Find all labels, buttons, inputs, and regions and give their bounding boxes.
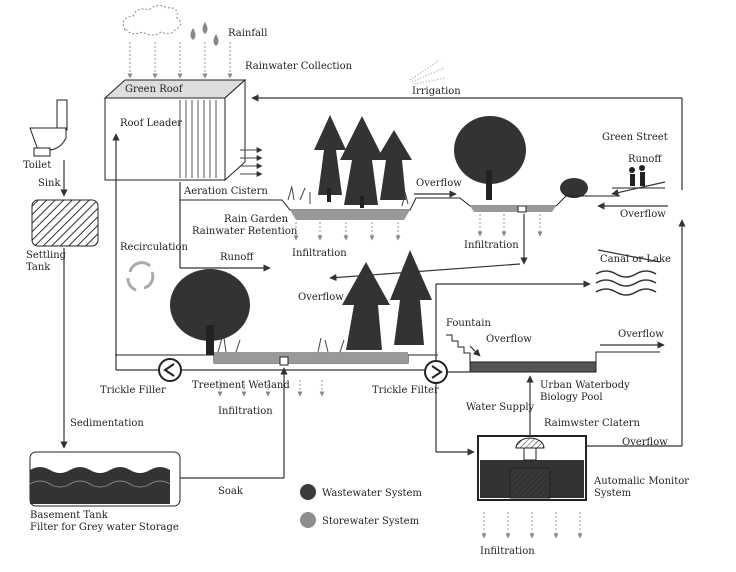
green-roof-building — [103, 78, 247, 182]
wetland-basin — [115, 352, 438, 366]
label-basement-tank-2: Filter for Grey water Storage — [30, 522, 179, 533]
label-overflow-cistern: Overflow — [622, 437, 668, 448]
label-infiltration-garden: Infiltration — [292, 248, 347, 259]
basement-tank — [29, 451, 181, 507]
trickle-filler-pump-icon — [158, 358, 182, 382]
label-runoff-street: Runoff — [628, 154, 662, 165]
green-street-basin — [459, 195, 620, 213]
label-trickle-filler: Trickle Filler — [100, 385, 166, 396]
raindrop-icon — [190, 22, 219, 46]
label-roof-leader: Roof Leader — [120, 118, 183, 129]
urban-waterbody-pool — [469, 351, 660, 373]
label-sedimentation: Sedimentation — [70, 418, 144, 429]
green-street-tree — [454, 116, 588, 200]
label-settling-tank-1: Settling — [26, 250, 67, 261]
label-aeration-cistern: Aeration Cistern — [184, 186, 268, 197]
label-basement-tank-1: Basement Tank — [30, 510, 108, 521]
label-sink: Sink — [38, 178, 61, 189]
rain-garden-basin — [180, 197, 460, 220]
legend-wastewater-label: Wastewater System — [322, 488, 422, 499]
label-water-supply: Water Supply — [466, 402, 535, 413]
wetland-grass — [217, 337, 345, 353]
label-green-street: Green Street — [602, 132, 668, 143]
trickle-filter-pump-icon — [424, 360, 448, 384]
label-irrigation: Irrigation — [412, 86, 461, 97]
label-automatic-monitor-2: System — [594, 488, 632, 499]
label-trickle-filter: Trickle Filter — [372, 385, 439, 396]
label-overflow-right: Overflow — [618, 329, 664, 340]
cloud-icon — [122, 4, 181, 36]
canal-waves-icon — [595, 270, 657, 296]
legend-wastewater-dot — [300, 484, 316, 500]
label-overflow-pool: Overflow — [486, 334, 532, 345]
legend-storewater-label: Storewater System — [322, 516, 420, 527]
label-canal-or-lake: Canal or Lake — [600, 254, 671, 265]
label-rainwater-cistern: Raimwster Clatern — [544, 418, 640, 429]
label-runoff-mid: Runoff — [220, 252, 254, 263]
settling-tank — [31, 199, 99, 247]
label-fountain: Fountain — [446, 318, 491, 329]
infiltration-arrows — [217, 214, 583, 539]
label-rainfall: Rainfall — [228, 28, 268, 39]
flow-lines — [60, 94, 686, 479]
label-infiltration-wetland: Infiltration — [218, 406, 273, 417]
label-soak: Soak — [218, 486, 243, 497]
label-infiltration-street: Infiltration — [464, 240, 519, 251]
label-urban-waterbody-1: Urban Waterbody — [540, 380, 630, 391]
rainfall-arrows — [127, 42, 233, 79]
label-rainwater-collection: Rainwater Collection — [245, 61, 353, 72]
irrigation-spray-icon — [409, 59, 447, 85]
rainwater-cistern — [477, 435, 587, 501]
label-recirculation: Recirculation — [120, 242, 188, 253]
label-overflow-top: Overflow — [416, 178, 462, 189]
roof-outflow-arrows — [240, 147, 263, 177]
rain-garden-trees — [314, 115, 412, 208]
label-overflow-street: Overflow — [620, 209, 666, 220]
label-rain-garden-2: Rainwater Retention — [192, 226, 298, 237]
label-treetment-wetland: Treetment Wetland — [192, 380, 290, 391]
pedestrians-icon — [629, 165, 645, 186]
toilet-icon — [29, 99, 68, 157]
label-green-roof: Green Roof — [125, 84, 183, 95]
legend-storewater-dot — [300, 512, 316, 528]
label-rain-garden-1: Rain Garden — [224, 214, 289, 225]
label-automatic-monitor-1: Automalic Monitor — [594, 476, 690, 487]
label-infiltration-bottom: Infiltration — [480, 546, 535, 557]
wetland-trees-right — [342, 250, 432, 350]
label-overflow-mid: Overflow — [298, 292, 344, 303]
label-urban-waterbody-2: Biology Pool — [540, 392, 603, 403]
recycle-icon — [126, 261, 155, 292]
label-settling-tank-2: Tank — [26, 262, 51, 273]
label-toilet: Toilet — [23, 160, 52, 171]
fountain-steps — [446, 334, 471, 363]
wetland-tree-left — [170, 269, 250, 355]
rain-garden-grass — [287, 185, 409, 207]
